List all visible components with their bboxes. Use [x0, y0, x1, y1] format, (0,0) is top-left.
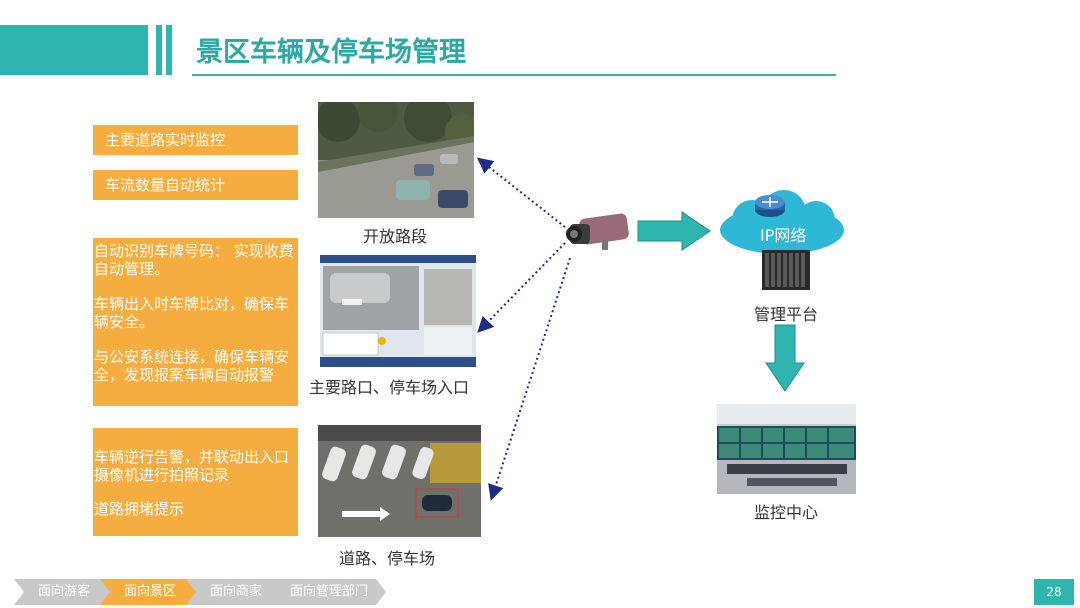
ip-network-label: IP网络 — [760, 226, 807, 245]
footer-tab-shapes — [14, 579, 386, 605]
router-icon — [755, 195, 785, 217]
feature-box-realtime-monitoring: 主要道路实时监控 — [93, 125, 298, 155]
feature-text: 主要道路实时监控 — [105, 131, 226, 149]
caption-open-road: 开放路段 — [363, 227, 428, 246]
dotted-arrow-to-intersection — [477, 242, 566, 333]
dotted-arrow-to-parking — [488, 257, 571, 501]
footer-tab-scenic-area[interactable]: 面向景区 — [123, 584, 176, 599]
server-rack-icon — [762, 250, 810, 290]
footer-tab-management-depts[interactable]: 面向管理部门 — [289, 584, 368, 599]
title-underline — [192, 74, 836, 76]
dotted-arrow-to-open-road — [476, 157, 566, 228]
parking-lot-photo — [318, 425, 481, 537]
page-title: 景区车辆及停车场管理 — [196, 37, 466, 68]
down-arrow-icon — [765, 324, 805, 392]
page-number: 28 — [1034, 579, 1074, 605]
feature-text: 车辆逆行告警，并联动出入口摄像机进行拍照记录 — [94, 448, 290, 484]
caption-intersection-entrance: 主要路口、停车场入口 — [309, 378, 470, 397]
feature-box-traffic-count: 车流数量自动统计 — [93, 170, 298, 200]
caption-road-parking: 道路、停车场 — [339, 549, 436, 568]
feature-box-reverse-alarm: 车辆逆行告警，并联动出入口摄像机进行拍照记录 道路拥堵提示 — [93, 428, 298, 536]
feature-text: 与公安系统连接，确保车辆安全，发现报案车辆自动报警 — [94, 348, 290, 384]
feature-text: 自动识别车牌号码： 实现收费自动管理。 — [94, 242, 294, 278]
ip-network-cloud — [712, 190, 852, 260]
feature-text: 车流数量自动统计 — [105, 176, 226, 194]
footer-tab-merchants[interactable]: 面向商家 — [209, 584, 262, 599]
plate-recognition-screenshot — [320, 255, 476, 367]
control-center-photo — [717, 404, 856, 494]
header-stripe — [156, 25, 162, 75]
header-stripe — [166, 25, 172, 75]
right-arrow-icon — [637, 211, 711, 251]
open-road-photo — [318, 102, 474, 218]
feature-text: 车辆出入时车牌比对，确保车辆安全。 — [94, 295, 290, 331]
feature-text: 道路拥堵提示 — [94, 500, 185, 518]
feature-box-plate-recognition: 自动识别车牌号码： 实现收费自动管理。 车辆出入时车牌比对，确保车辆安全。 与公… — [93, 238, 298, 406]
header-accent-bar — [0, 25, 148, 75]
camera-icon — [562, 212, 632, 252]
footer-tab-tourists[interactable]: 面向游客 — [37, 584, 90, 599]
management-platform-label: 管理平台 — [754, 305, 819, 324]
monitoring-center-label: 监控中心 — [754, 503, 819, 522]
